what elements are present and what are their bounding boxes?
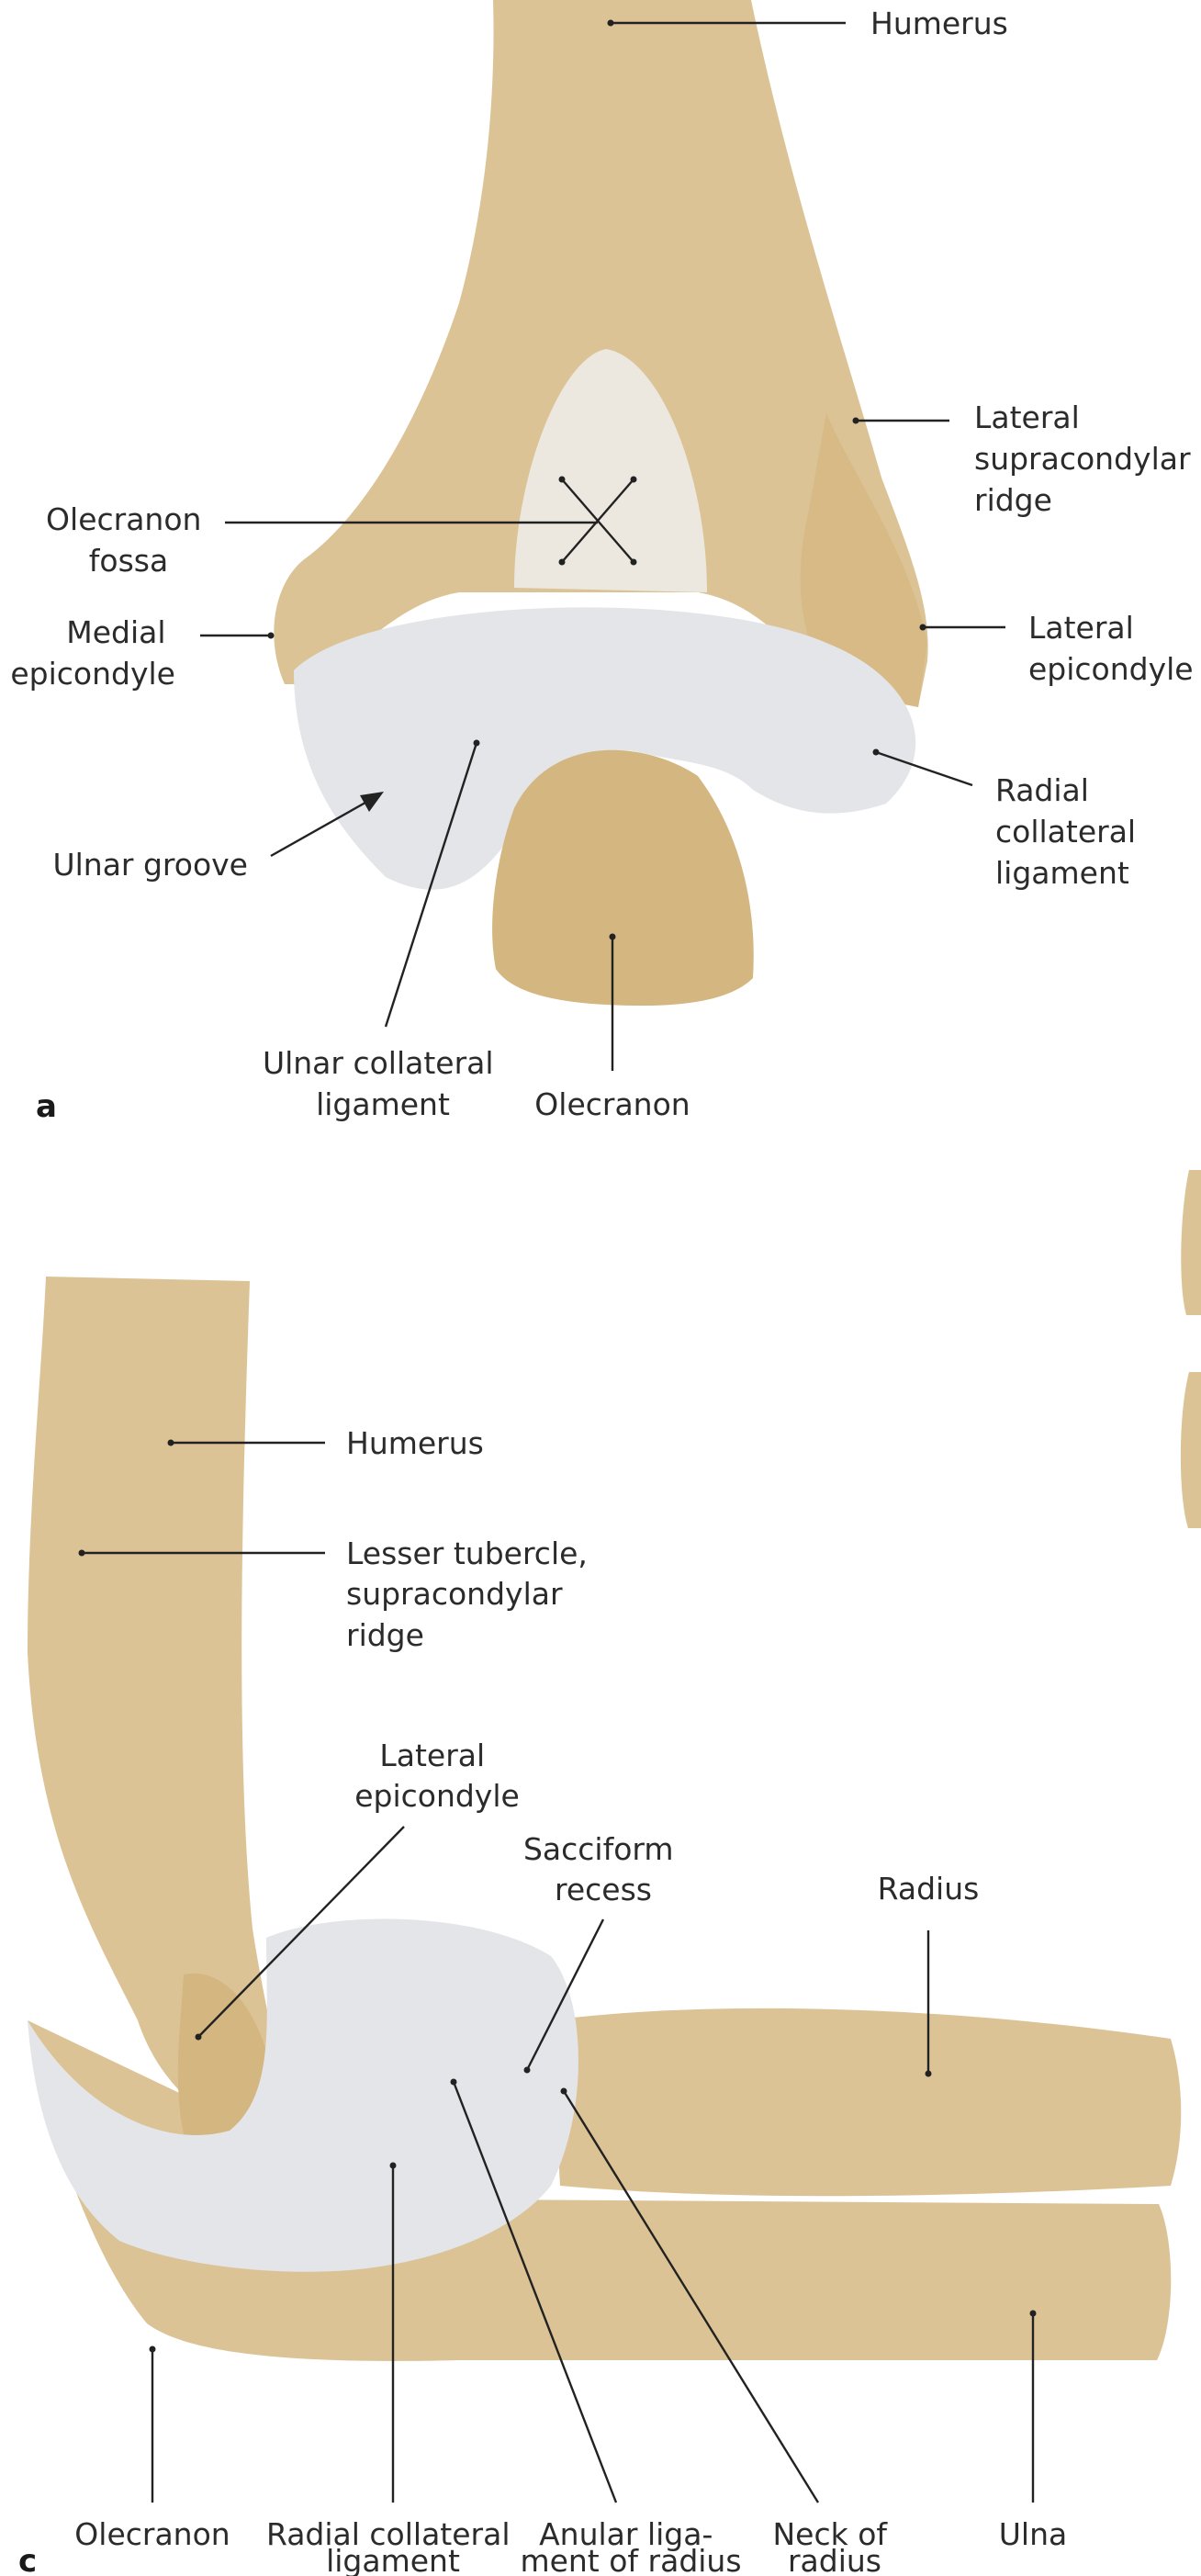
label-olecranon-c: Olecranon: [74, 2516, 230, 2552]
leader-radial-collateral-ligament-a: [875, 750, 973, 787]
label-lateral-epicondyle-c: Lateral epicondyle: [354, 1738, 520, 1814]
olecranon-fossa-area: [514, 349, 707, 592]
arrow-ulnar-groove: [270, 797, 373, 858]
panel-a-illustration: [274, 0, 928, 1006]
label-ulnar-collateral-ligament: Ulnar collateral ligament: [263, 1045, 503, 1122]
radius-lateral: [551, 2008, 1182, 2197]
label-radial-collateral-ligament-c: Radial collateral ligament: [266, 2516, 520, 2576]
label-radial-collateral-ligament-a: Radial collateral ligament: [995, 772, 1146, 891]
leader-neck-of-radius: [562, 2090, 820, 2503]
lateral-condyle-shade: [800, 413, 927, 707]
label-neck-of-radius: Neck of radius: [772, 2516, 896, 2576]
ulna-lateral: [28, 2020, 1172, 2361]
humerus-lateral: [28, 1277, 282, 2149]
leader-anular-ligament: [452, 2081, 618, 2503]
ligament-posterior: [294, 607, 916, 890]
panel-c-illustration: [28, 1170, 1201, 2361]
panel-label-a: a: [36, 1088, 57, 1125]
leader-lateral-epicondyle-c: [197, 1826, 405, 2038]
arrowhead-icon: [360, 792, 384, 812]
partial-figure-bottom: [1180, 1372, 1201, 1528]
panel-c-labels: Humerus Lesser tubercle, supracondylar r…: [18, 1425, 1067, 2576]
label-humerus-a: Humerus: [870, 6, 1008, 41]
label-olecranon-a: Olecranon: [534, 1086, 690, 1122]
label-ulna: Ulna: [999, 2516, 1067, 2552]
ligament-lateral: [28, 1918, 578, 2272]
label-lateral-supracondylar-ridge: Lateral supracondylar ridge: [974, 399, 1200, 518]
label-ulnar-groove: Ulnar groove: [52, 847, 248, 883]
panel-a-labels: Humerus Lateral supracondylar ridge Olec…: [10, 6, 1200, 1125]
panel-label-c: c: [18, 2543, 37, 2576]
label-humerus-c: Humerus: [346, 1425, 484, 1461]
label-anular-ligament: Anular liga- ment of radius: [520, 2516, 741, 2576]
label-sacciform-recess: Sacciform recess: [523, 1831, 683, 1907]
label-lesser-tubercle: Lesser tubercle, supracondylar ridge: [346, 1535, 597, 1653]
olecranon-posterior: [492, 749, 754, 1006]
leader-ulnar-collateral-ligament: [384, 742, 478, 1028]
partial-figure-top: [1181, 1170, 1201, 1315]
fossa-cross-2: [561, 478, 634, 563]
leader-sacciform-recess: [525, 1918, 605, 2071]
label-lateral-epicondyle-a: Lateral epicondyle: [1028, 610, 1194, 687]
label-medial-epicondyle: Medial epicondyle: [10, 614, 175, 692]
label-olecranon-fossa: Olecranon fossa: [46, 501, 211, 579]
label-radius: Radius: [878, 1871, 980, 1907]
